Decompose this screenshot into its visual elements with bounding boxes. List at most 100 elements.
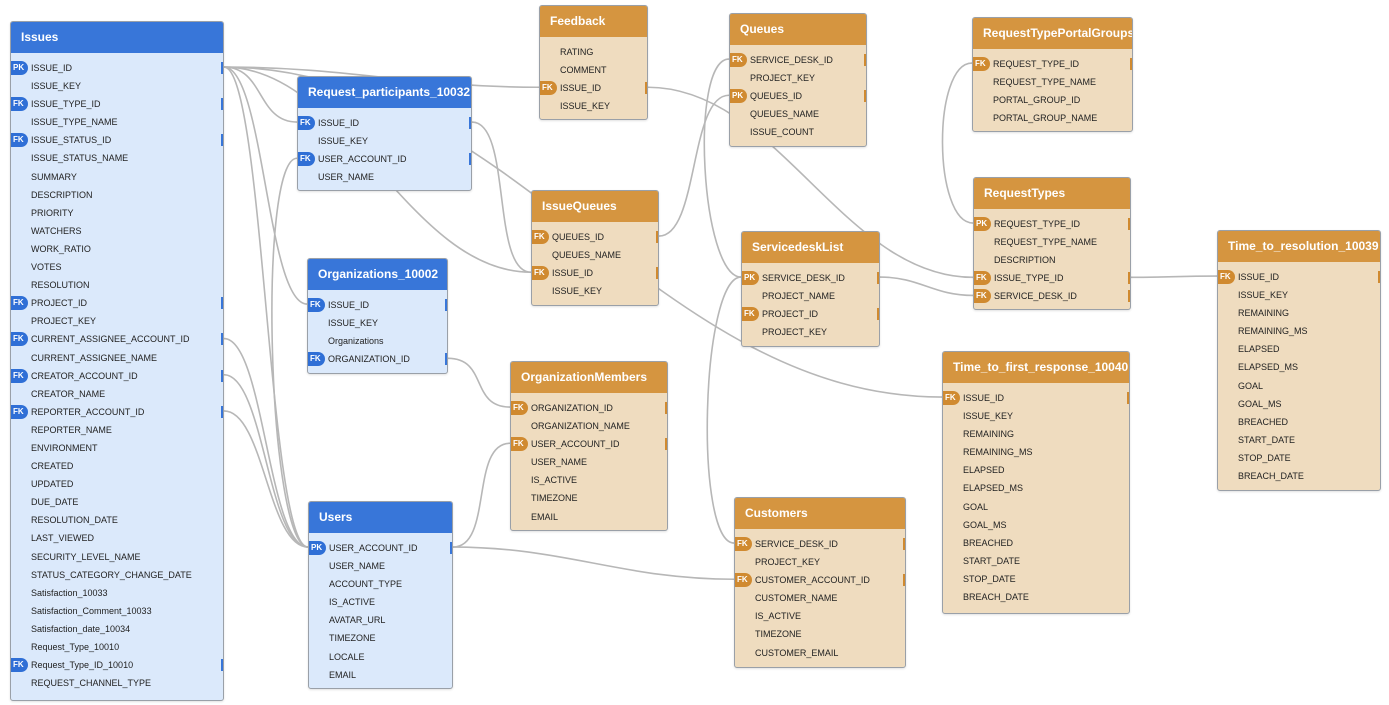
column-row[interactable]: GOAL	[943, 498, 1129, 516]
column-row[interactable]: REMAINING	[943, 425, 1129, 443]
column-row[interactable]: DUE_DATE	[11, 493, 223, 511]
relationship-line[interactable]	[471, 121, 532, 274]
connector-port[interactable]	[656, 231, 658, 243]
column-row[interactable]: ISSUE_KEY	[532, 282, 658, 300]
relationship-line[interactable]	[271, 157, 309, 548]
column-row[interactable]: ACCOUNT_TYPE	[309, 575, 452, 593]
connector-port[interactable]	[1130, 58, 1132, 70]
relationship-line[interactable]	[658, 94, 730, 237]
column-row[interactable]: BREACH_DATE	[1218, 467, 1380, 485]
column-row[interactable]: REQUEST_TYPE_NAME	[973, 73, 1132, 91]
connector-port[interactable]	[469, 153, 471, 166]
column-row[interactable]: ISSUE_KEY	[11, 77, 223, 95]
table-title[interactable]: Request_participants_10032	[298, 77, 471, 108]
connector-port[interactable]	[903, 538, 905, 550]
relationship-line[interactable]	[223, 66, 298, 123]
connector-port[interactable]	[221, 62, 223, 74]
column-row[interactable]: VOTES	[11, 258, 223, 276]
column-row[interactable]: GOAL	[1218, 377, 1380, 395]
column-row[interactable]: REPORTER_NAME	[11, 421, 223, 439]
column-row[interactable]: USER_NAME	[511, 453, 667, 471]
column-row[interactable]: UPDATED	[11, 475, 223, 493]
column-row[interactable]: ISSUE_KEY	[943, 407, 1129, 425]
column-row[interactable]: CURRENT_ASSIGNEE_NAME	[11, 349, 223, 367]
table-title[interactable]: ServicedeskList	[742, 232, 879, 263]
column-row[interactable]: CUSTOMER_NAME	[735, 589, 905, 607]
column-row[interactable]: Satisfaction_date_10034	[11, 620, 223, 638]
column-row[interactable]: LAST_VIEWED	[11, 529, 223, 547]
column-row[interactable]: USER_NAME	[309, 557, 452, 575]
column-row[interactable]: RATING	[540, 43, 647, 61]
table-title[interactable]: RequestTypePortalGroups	[973, 18, 1132, 49]
column-row[interactable]: PORTAL_GROUP_NAME	[973, 109, 1132, 127]
connector-port[interactable]	[221, 333, 223, 346]
column-row[interactable]: PRIORITY	[11, 204, 223, 222]
connector-port[interactable]	[1127, 392, 1129, 404]
relationship-line[interactable]	[941, 62, 974, 224]
column-row[interactable]: Organizations	[308, 332, 447, 350]
table-title[interactable]: RequestTypes	[974, 178, 1130, 209]
column-row[interactable]: ISSUE_KEY	[540, 97, 647, 115]
relationship-line[interactable]	[223, 66, 308, 305]
relationship-line[interactable]	[452, 442, 511, 548]
column-row[interactable]: RESOLUTION_DATE	[11, 511, 223, 529]
column-row[interactable]: ENVIRONMENT	[11, 439, 223, 457]
connector-port[interactable]	[221, 297, 223, 310]
column-row[interactable]: WORK_RATIO	[11, 240, 223, 258]
table-title[interactable]: Time_to_first_response_10040	[943, 352, 1129, 383]
column-row[interactable]: PROJECT_KEY	[730, 69, 866, 87]
connector-port[interactable]	[1128, 272, 1130, 285]
connector-port[interactable]	[1378, 271, 1380, 283]
column-row[interactable]: TIMEZONE	[309, 629, 452, 647]
column-row[interactable]: ISSUE_STATUS_NAME	[11, 149, 223, 167]
connector-port[interactable]	[450, 542, 452, 554]
relationship-line[interactable]	[223, 410, 309, 548]
relationship-line[interactable]	[447, 357, 511, 408]
connector-port[interactable]	[221, 98, 223, 111]
table-title[interactable]: Customers	[735, 498, 905, 529]
relationship-line[interactable]	[223, 337, 309, 548]
column-row[interactable]: ELAPSED	[1218, 340, 1380, 358]
column-row[interactable]: BREACH_DATE	[943, 588, 1129, 606]
column-row[interactable]: DESCRIPTION	[11, 186, 223, 204]
column-row[interactable]: ISSUE_KEY	[1218, 286, 1380, 304]
column-row[interactable]: PROJECT_KEY	[11, 312, 223, 330]
connector-port[interactable]	[221, 405, 223, 418]
column-row[interactable]: STATUS_CATEGORY_CHANGE_DATE	[11, 566, 223, 584]
column-row[interactable]: REMAINING	[1218, 304, 1380, 322]
table-title[interactable]: Feedback	[540, 6, 647, 37]
column-row[interactable]: ORGANIZATION_NAME	[511, 417, 667, 435]
column-row[interactable]: RESOLUTION	[11, 276, 223, 294]
table-title[interactable]: Queues	[730, 14, 866, 45]
column-row[interactable]: BREACHED	[1218, 413, 1380, 431]
connector-port[interactable]	[864, 90, 866, 103]
column-row[interactable]: ISSUE_KEY	[308, 314, 447, 332]
column-row[interactable]: ISSUE_KEY	[298, 132, 471, 150]
connector-port[interactable]	[1128, 218, 1130, 230]
column-row[interactable]: GOAL_MS	[1218, 395, 1380, 413]
column-row[interactable]: CUSTOMER_EMAIL	[735, 644, 905, 662]
